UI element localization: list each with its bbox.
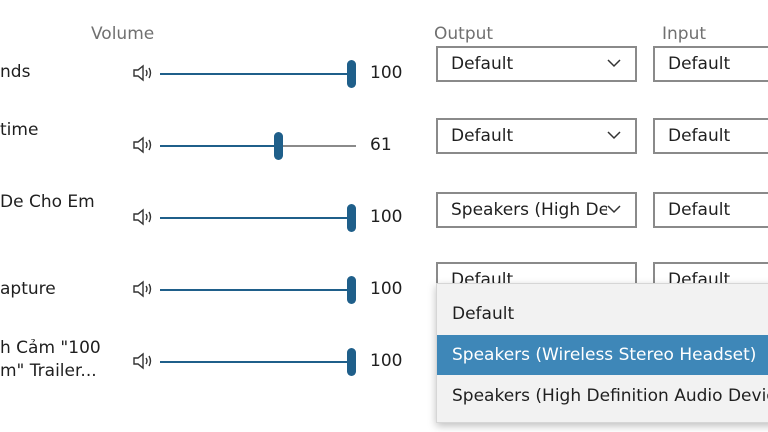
output-dropdown-list: Default Speakers (Wireless Stereo Headse… — [436, 283, 768, 423]
volume-value: 61 — [370, 135, 392, 155]
output-select-value: Default — [451, 54, 514, 74]
app-name: time — [0, 119, 38, 142]
slider-thumb[interactable] — [347, 276, 356, 304]
output-select[interactable]: Default — [436, 118, 637, 154]
input-select[interactable]: Default — [653, 192, 768, 228]
speaker-icon[interactable] — [132, 64, 156, 82]
speaker-icon[interactable] — [132, 352, 156, 370]
app-name-line: apture — [0, 279, 56, 299]
speaker-icon[interactable] — [132, 208, 156, 226]
slider-thumb[interactable] — [274, 132, 283, 160]
app-name-line: h Cảm "100 — [0, 338, 101, 358]
chevron-down-icon — [607, 204, 621, 214]
app-name-line: m" Trailer... — [0, 361, 97, 381]
volume-slider[interactable] — [160, 276, 356, 304]
chevron-down-icon — [607, 130, 621, 140]
slider-thumb[interactable] — [347, 204, 356, 232]
speaker-icon[interactable] — [132, 136, 156, 154]
slider-thumb[interactable] — [347, 60, 356, 88]
input-select-value: Default — [668, 126, 731, 146]
app-name-line: time — [0, 120, 39, 140]
input-select-value: Default — [668, 54, 731, 74]
volume-header: Volume — [91, 24, 155, 44]
volume-slider[interactable] — [160, 60, 356, 88]
app-row: h Cảm "100 m" Trailer... 100 — [0, 331, 768, 391]
volume-value: 100 — [370, 351, 403, 371]
chevron-down-icon — [607, 58, 621, 68]
input-header: Input — [662, 24, 707, 44]
slider-fill — [160, 361, 352, 363]
output-select-value: Default — [451, 126, 514, 146]
app-row: De Cho Em 100 Speakers (High De Default — [0, 187, 768, 247]
slider-fill — [160, 145, 279, 147]
dropdown-option[interactable]: Default — [452, 304, 515, 324]
volume-value: 100 — [370, 279, 403, 299]
output-select[interactable]: Default — [436, 46, 637, 82]
output-select-value: Speakers (High De — [451, 200, 610, 220]
app-name-line: nds — [0, 62, 31, 82]
volume-value: 100 — [370, 207, 403, 227]
app-row: nds 100 Default Default — [0, 43, 768, 103]
dropdown-option[interactable]: Speakers (Wireless Stereo Headset) — [437, 335, 768, 375]
input-select-value: Default — [668, 200, 731, 220]
app-name: apture — [0, 278, 56, 301]
output-header: Output — [434, 24, 494, 44]
output-select[interactable]: Speakers (High De — [436, 192, 637, 228]
volume-slider[interactable] — [160, 132, 356, 160]
speaker-icon[interactable] — [132, 280, 156, 298]
app-row: time 61 Default Default — [0, 115, 768, 175]
slider-fill — [160, 217, 352, 219]
volume-slider[interactable] — [160, 204, 356, 232]
volume-value: 100 — [370, 63, 403, 83]
volume-slider[interactable] — [160, 348, 356, 376]
app-name-line: De Cho Em — [0, 192, 95, 212]
app-name: h Cảm "100 m" Trailer... — [0, 337, 101, 383]
app-name: De Cho Em — [0, 191, 95, 214]
app-name: nds — [0, 61, 30, 84]
input-select[interactable]: Default — [653, 118, 768, 154]
slider-thumb[interactable] — [347, 348, 356, 376]
slider-fill — [160, 289, 352, 291]
slider-fill — [160, 73, 352, 75]
dropdown-option[interactable]: Speakers (High Definition Audio Device) — [452, 386, 768, 406]
input-select[interactable]: Default — [653, 46, 768, 82]
